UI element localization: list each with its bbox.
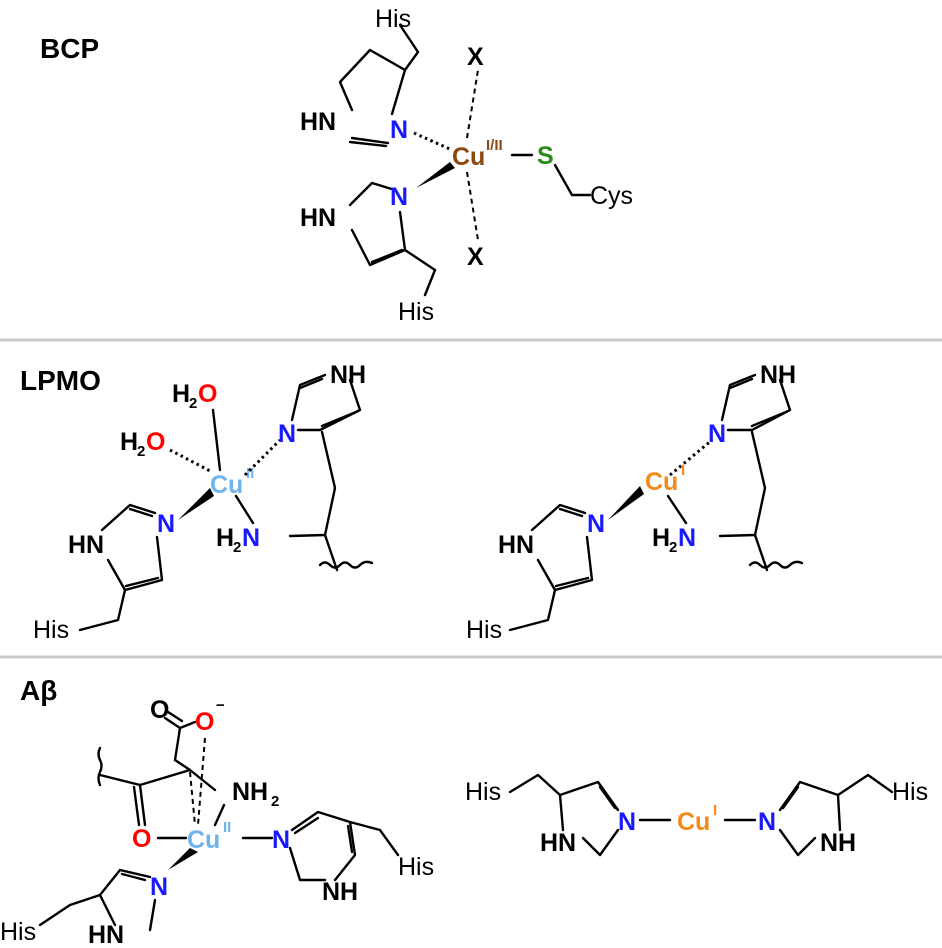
svg-text:N: N (272, 826, 290, 854)
bcp-imidazole-bottom: His HN N (300, 181, 437, 326)
svg-text:HN: HN (300, 204, 336, 232)
bcp-imidazole-top: His HN N (300, 5, 420, 148)
svg-text:II: II (246, 465, 254, 482)
svg-text:2: 2 (669, 539, 677, 556)
svg-text:NH: NH (760, 361, 796, 389)
x-ligand-bottom: X (467, 243, 484, 271)
svg-text:H: H (216, 524, 234, 552)
svg-text:His: His (465, 778, 501, 806)
svg-text:N: N (618, 808, 636, 836)
svg-text:I: I (713, 802, 717, 819)
cu-bcp-oxidation: I/II (486, 137, 503, 154)
o-carbonyl: O (132, 825, 151, 853)
svg-text:N: N (278, 420, 296, 448)
section-title-abeta: Aβ (20, 675, 57, 706)
svg-text:2: 2 (189, 395, 197, 412)
svg-text:N: N (758, 808, 776, 836)
svg-text:NH: NH (322, 878, 358, 906)
svg-text:2: 2 (137, 443, 145, 460)
svg-text:N: N (587, 510, 605, 538)
o-water-1: O (198, 380, 217, 408)
svg-text:NH: NH (232, 778, 268, 806)
svg-text:2: 2 (271, 793, 279, 810)
svg-text:H: H (172, 380, 190, 408)
bcp-structure: His HN N His HN N X X Cu I/II S Cys (300, 5, 633, 326)
svg-text:HN: HN (68, 531, 104, 559)
cu-bcp: Cu (452, 143, 485, 171)
abeta-cu2-structure: O O − O NH 2 Cu II N NH His N HN (0, 696, 434, 948)
n-atom-bcp-top: N (390, 116, 408, 144)
svg-text:Cys: Cys (590, 182, 633, 210)
svg-text:His: His (892, 778, 928, 806)
section-title-lpmo: LPMO (20, 365, 101, 396)
svg-text:2: 2 (233, 539, 241, 556)
svg-text:His: His (375, 5, 411, 33)
abeta-cu1-structure: His HN N Cu I N NH His (465, 773, 928, 857)
s-atom: S (537, 142, 554, 170)
svg-text:N: N (678, 524, 696, 552)
svg-text:I: I (681, 462, 685, 479)
svg-text:H: H (120, 428, 138, 456)
svg-text:N: N (708, 420, 726, 448)
svg-text:N: N (157, 510, 175, 538)
section-title-bcp: BCP (40, 33, 99, 64)
svg-text:NH: NH (820, 829, 856, 857)
svg-text:NH: NH (330, 361, 366, 389)
svg-text:His: His (398, 853, 434, 881)
svg-text:N: N (150, 873, 168, 901)
svg-text:His: His (398, 298, 434, 326)
cu-lpmo-ii: Cu (210, 471, 243, 499)
svg-text:HN: HN (498, 531, 534, 559)
svg-text:HN: HN (88, 921, 124, 948)
lpmo-cu1-structure: N NH Cu I H 2 N N HN His (466, 361, 804, 644)
svg-text:HN: HN (540, 829, 576, 857)
o-carboxylate: O (195, 708, 214, 736)
svg-text:His: His (0, 918, 36, 946)
svg-text:H: H (652, 524, 670, 552)
svg-text:His: His (33, 616, 69, 644)
svg-text:−: − (216, 697, 225, 714)
svg-text:II: II (223, 819, 231, 836)
svg-text:His: His (466, 616, 502, 644)
svg-text:HN: HN (300, 108, 336, 136)
x-ligand-top: X (467, 43, 484, 71)
lpmo-cu2-structure: H 2 O H 2 O Cu II N NH H 2 N N HN His (33, 361, 374, 644)
svg-text:N: N (242, 524, 260, 552)
cu-lpmo-i: Cu (645, 468, 678, 496)
cu-abeta-i: Cu (677, 808, 710, 836)
o-water-2: O (146, 428, 165, 456)
n-atom-bcp-bottom: N (390, 183, 408, 211)
